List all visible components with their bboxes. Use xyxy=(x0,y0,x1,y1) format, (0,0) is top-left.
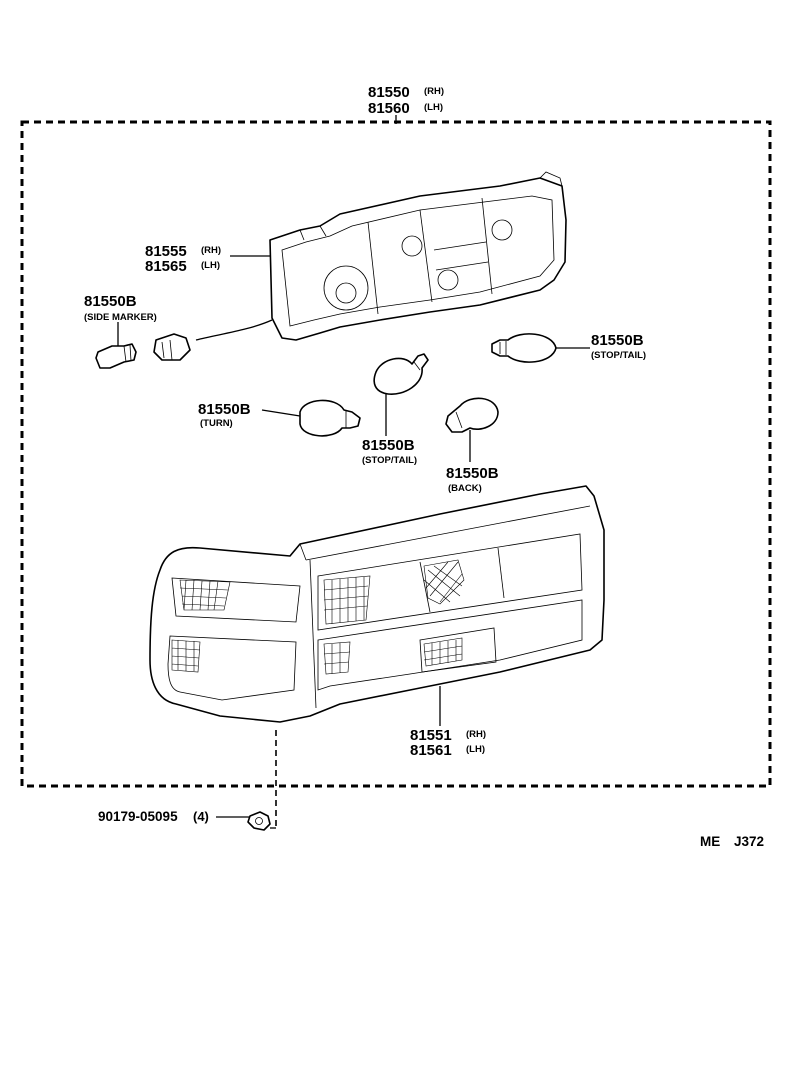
lens-part-lh: 81561 xyxy=(410,742,452,759)
lens-part-rh: 81551 xyxy=(410,727,452,744)
stop-tail-bulb-right xyxy=(491,333,557,363)
lens-drawing xyxy=(149,485,605,723)
stop-tail-bulb-right-part: 81550B xyxy=(591,332,644,349)
side-marker-bulb-part: 81550B xyxy=(84,293,137,310)
back-bulb xyxy=(445,397,499,433)
stop-tail-bulb-center-note: (STOP/TAIL) xyxy=(362,455,417,466)
lens-label: 81551 (RH) 81561 (LH) xyxy=(410,686,486,759)
socket-housing-label: 81555 (RH) 81565 (LH) xyxy=(145,243,270,275)
diagram-code-prefix: ME xyxy=(700,834,720,849)
assembly-suffix-rh: (RH) xyxy=(424,86,444,97)
lens-suffix-lh: (LH) xyxy=(466,744,485,755)
turn-bulb-note: (TURN) xyxy=(200,418,233,429)
stop-tail-bulb-center-label: 81550B (STOP/TAIL) xyxy=(362,394,417,466)
socket-housing-suffix-rh: (RH) xyxy=(201,245,221,256)
side-marker-bulb-note: (SIDE MARKER) xyxy=(84,312,157,323)
screw-qty: (4) xyxy=(193,809,209,824)
screw-part: 90179-05095 xyxy=(98,809,178,824)
back-bulb-note: (BACK) xyxy=(448,483,482,494)
stop-tail-bulb-center-part: 81550B xyxy=(362,437,415,454)
back-bulb-part: 81550B xyxy=(446,465,499,482)
lens-suffix-rh: (RH) xyxy=(466,729,486,740)
turn-bulb-label: 81550B (TURN) xyxy=(198,401,301,429)
assembly-suffix-lh: (LH) xyxy=(424,102,443,113)
stop-tail-bulb-right-note: (STOP/TAIL) xyxy=(591,350,646,361)
turn-bulb-leader xyxy=(261,409,301,417)
turn-bulb-part: 81550B xyxy=(198,401,251,418)
diagram-code-value: J372 xyxy=(734,834,764,849)
assembly-part-lh: 81560 xyxy=(368,100,410,117)
screw-label: 90179-05095 (4) xyxy=(98,809,250,824)
turn-bulb xyxy=(299,399,361,437)
socket-housing-drawing xyxy=(153,171,567,361)
assembly-part-rh: 81550 xyxy=(368,84,410,101)
side-marker-bulb xyxy=(95,343,137,369)
stop-tail-bulb-center xyxy=(373,353,429,395)
screw-drawing xyxy=(247,811,271,831)
diagram-code: ME J372 xyxy=(700,834,764,849)
side-marker-bulb-label: 81550B (SIDE MARKER) xyxy=(84,293,157,346)
socket-housing-suffix-lh: (LH) xyxy=(201,260,220,271)
assembly-label: 81550 (RH) 81560 (LH) xyxy=(368,84,444,124)
socket-housing-part-rh: 81555 xyxy=(145,243,187,260)
stop-tail-bulb-right-label: 81550B (STOP/TAIL) xyxy=(556,332,646,361)
back-bulb-label: 81550B (BACK) xyxy=(446,430,499,494)
socket-housing-part-lh: 81565 xyxy=(145,258,187,275)
